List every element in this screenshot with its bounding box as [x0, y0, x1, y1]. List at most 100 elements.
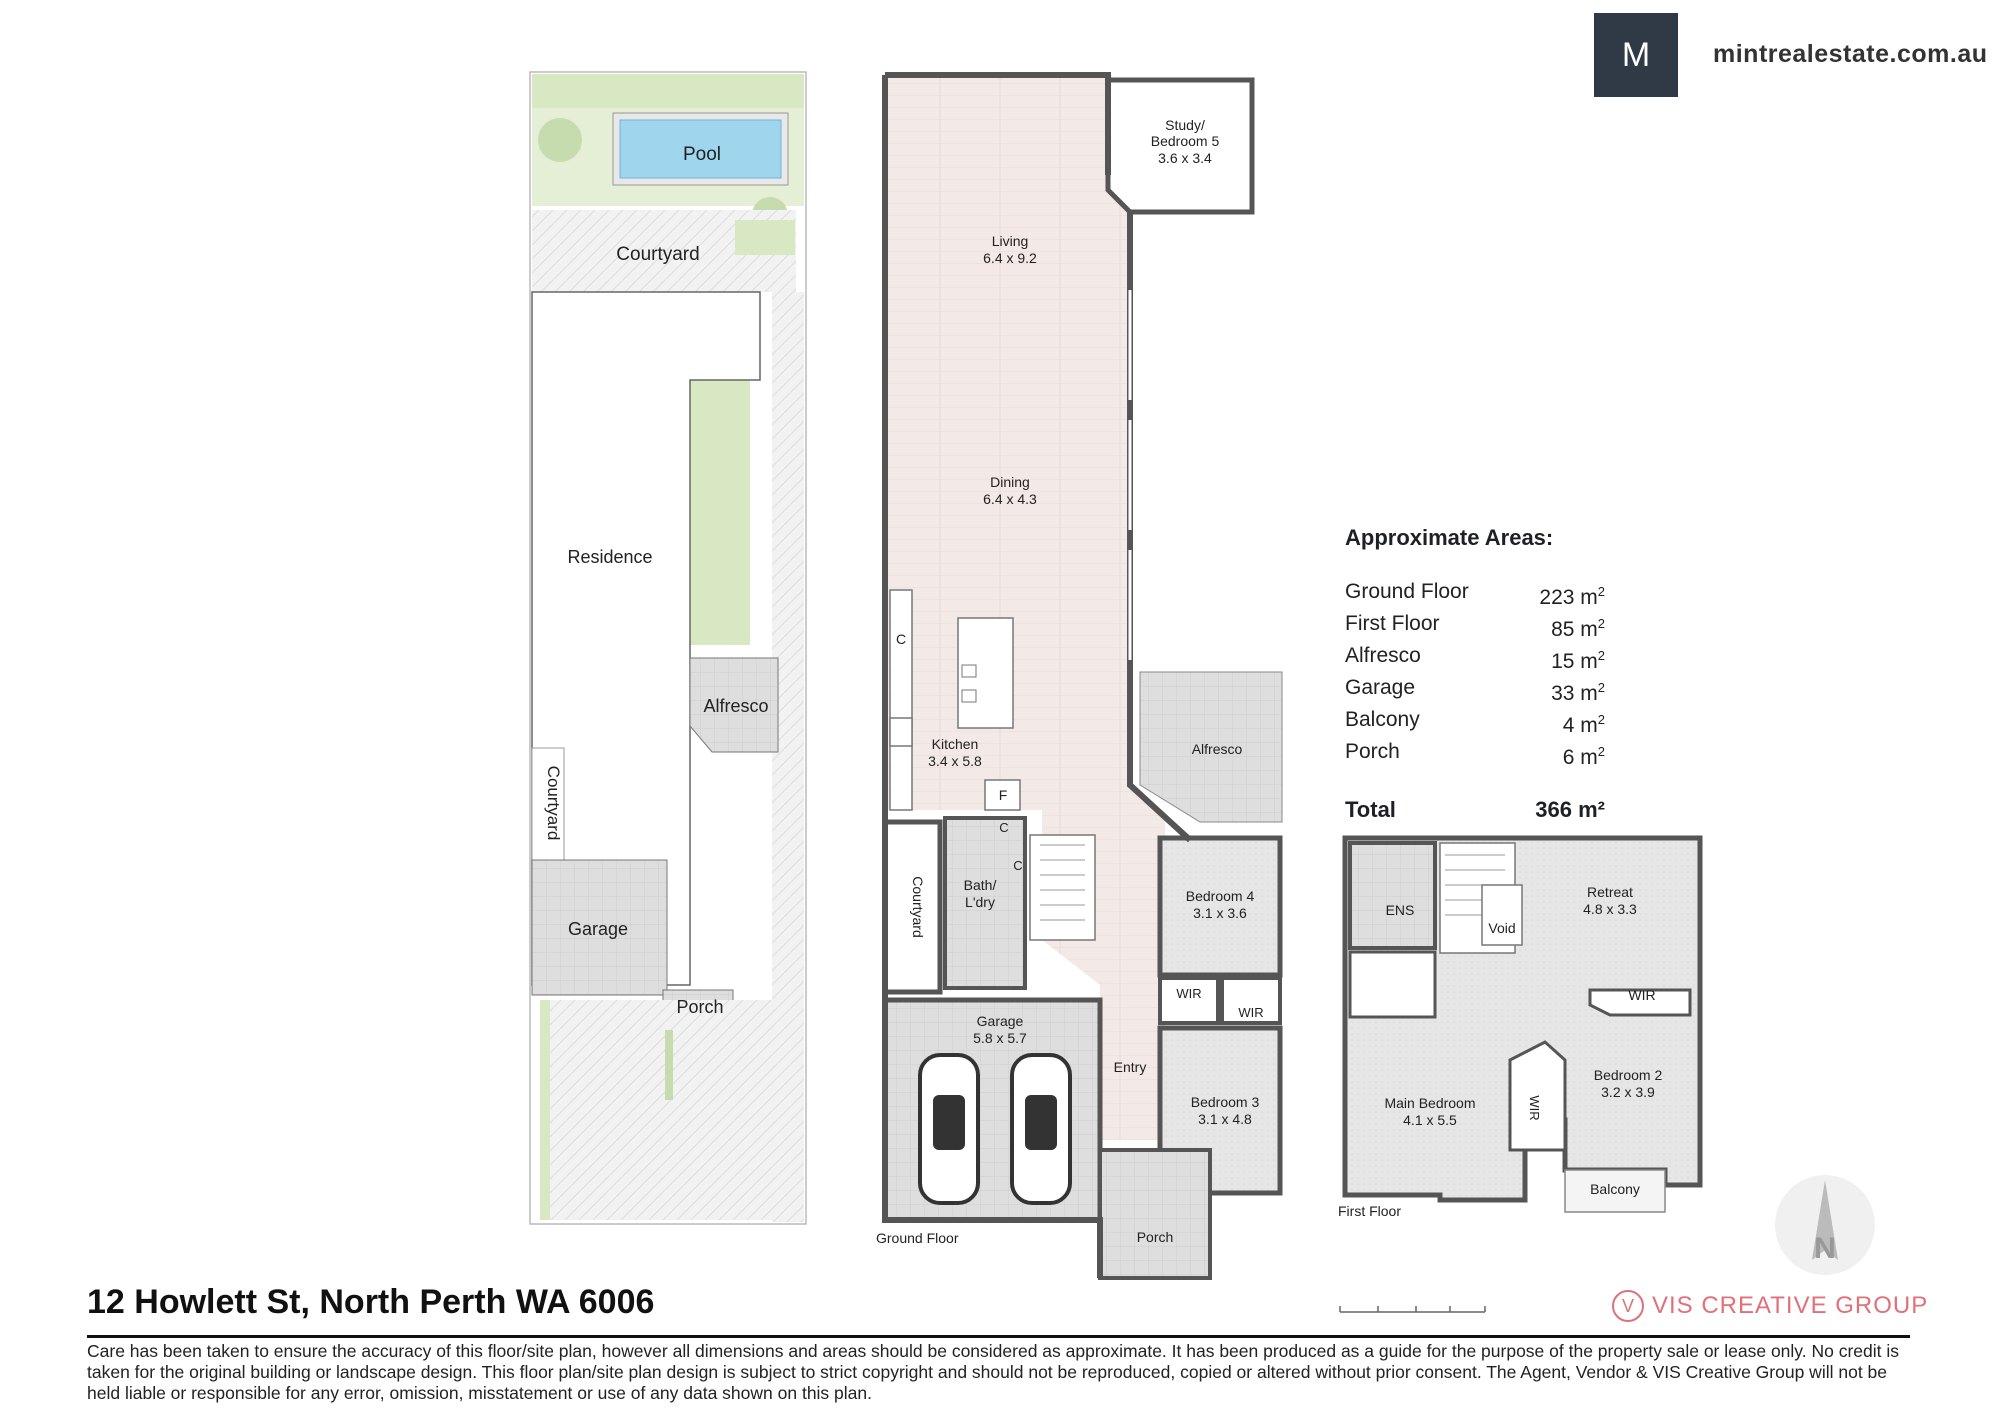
area-row-name: Porch	[1345, 740, 1400, 763]
site-garage-label: Garage	[568, 919, 628, 939]
areas-total-value: 366 m²	[1535, 797, 1605, 822]
website-text: mintrealestate.com.au	[1713, 40, 1988, 68]
main-bedroom-dimensions: 4.1 x 5.5	[1403, 1112, 1457, 1128]
area-row: First Floor 85 m2	[1345, 611, 1605, 643]
wir-label-2: WIR	[1238, 1005, 1263, 1020]
car-icon	[1010, 1053, 1072, 1205]
bedroom-3-label: Bedroom 3	[1191, 1094, 1260, 1110]
wir-label: WIR	[1176, 986, 1201, 1001]
area-row-value-text: 4 m	[1562, 714, 1598, 737]
areas-total-label: Total	[1345, 797, 1396, 822]
ens-label: ENS	[1386, 902, 1415, 918]
area-row-unit-superscript: 2	[1597, 712, 1605, 727]
courtyard-label: Courtyard	[910, 876, 926, 937]
site-porch-label: Porch	[676, 997, 723, 1017]
first-floor-plan	[1342, 835, 1703, 1213]
car-icon	[918, 1053, 980, 1205]
area-row-name: Ground Floor	[1345, 580, 1469, 603]
site-courtyard-label: Courtyard	[616, 244, 699, 265]
bath-cupboard-label: C	[999, 820, 1008, 835]
scale-bar	[1339, 1306, 1486, 1313]
vis-logo-icon: V	[1612, 1290, 1644, 1322]
area-row: Garage 33 m2	[1345, 675, 1605, 707]
area-row: Ground Floor 223 m2	[1345, 579, 1605, 611]
vis-creative-logo: V VIS CREATIVE GROUP	[1612, 1290, 1928, 1322]
area-row-value-text: 33 m	[1551, 682, 1598, 705]
garage-dimensions: 5.8 x 5.7	[973, 1030, 1027, 1046]
area-row: Porch 6 m2	[1345, 739, 1605, 771]
areas-total-row: Total 366 m²	[1345, 797, 1605, 823]
area-row-value: 4 m2	[1563, 707, 1605, 739]
bath-label: Bath/	[964, 877, 997, 893]
study-label-2: Bedroom 5	[1151, 133, 1220, 149]
area-row-name: Balcony	[1345, 708, 1420, 731]
area-row-value: 33 m2	[1551, 675, 1605, 707]
brand-logo: M	[1594, 13, 1678, 97]
areas-title: Approximate Areas:	[1345, 525, 1554, 550]
area-row: Balcony 4 m2	[1345, 707, 1605, 739]
area-row-unit-superscript: 2	[1597, 584, 1605, 599]
area-row: Alfresco 15 m2	[1345, 643, 1605, 675]
area-row-value-text: 6 m	[1562, 746, 1598, 769]
site-pool-label: Pool	[683, 144, 721, 165]
site-alfresco-label: Alfresco	[703, 696, 768, 716]
site-plan	[529, 71, 807, 1225]
retreat-label: Retreat	[1587, 884, 1633, 900]
area-row-value: 223 m2	[1539, 579, 1605, 611]
area-row-name: Garage	[1345, 676, 1416, 699]
area-row-value: 85 m2	[1551, 611, 1605, 643]
first-floor-wir-label: WIR	[1628, 987, 1655, 1003]
retreat-dimensions: 4.8 x 3.3	[1583, 901, 1637, 917]
area-row-value-text: 15 m	[1551, 650, 1598, 673]
main-wir-label: WIR	[1527, 1095, 1542, 1120]
ground-floor-plan	[882, 72, 1283, 1280]
dining-dimensions: 6.4 x 4.3	[983, 491, 1037, 507]
living-dimensions: 6.4 x 9.2	[983, 250, 1037, 266]
compass-icon: N	[1775, 1175, 1875, 1275]
alfresco-label: Alfresco	[1192, 741, 1243, 757]
dining-label: Dining	[990, 474, 1030, 490]
main-bedroom-label: Main Bedroom	[1384, 1095, 1475, 1111]
void-label: Void	[1488, 920, 1515, 936]
bath-cupboard-label-2: C	[1013, 858, 1022, 873]
bath-label-2: L'dry	[965, 894, 995, 910]
kitchen-cupboard-label: C	[896, 631, 906, 647]
disclaimer-text: Care has been taken to ensure the accura…	[87, 1341, 1899, 1403]
study-label: Study/	[1165, 117, 1205, 133]
bedroom-4-label: Bedroom 4	[1186, 888, 1255, 904]
area-row-name: First Floor	[1345, 612, 1440, 635]
kitchen-dimensions: 3.4 x 5.8	[928, 753, 982, 769]
kitchen-label: Kitchen	[932, 736, 979, 752]
site-side-courtyard-label: Courtyard	[544, 766, 563, 841]
area-row-unit-superscript: 2	[1597, 616, 1605, 631]
fridge-label: F	[999, 787, 1008, 803]
entry-label: Entry	[1114, 1059, 1147, 1075]
area-row-name: Alfresco	[1345, 644, 1421, 667]
bedroom-4-dimensions: 3.1 x 3.6	[1193, 905, 1247, 921]
footer-divider	[87, 1335, 1910, 1338]
area-row-value: 15 m2	[1551, 643, 1605, 675]
area-row-unit-superscript: 2	[1597, 680, 1605, 695]
bedroom-3-dimensions: 3.1 x 4.8	[1198, 1111, 1252, 1127]
bedroom-2-dimensions: 3.2 x 3.9	[1601, 1084, 1655, 1100]
site-residence-label: Residence	[567, 547, 652, 567]
bedroom-2-label: Bedroom 2	[1594, 1067, 1663, 1083]
porch-label: Porch	[1137, 1229, 1174, 1245]
balcony-label: Balcony	[1590, 1181, 1640, 1197]
compass-label: N	[1814, 1232, 1836, 1265]
first-floor-title: First Floor	[1338, 1203, 1401, 1219]
area-row-unit-superscript: 2	[1597, 744, 1605, 759]
logo-letter: M	[1621, 35, 1651, 74]
living-label: Living	[992, 233, 1029, 249]
area-row-value-text: 223 m	[1539, 586, 1598, 609]
study-dimensions: 3.6 x 3.4	[1158, 150, 1212, 166]
area-row-value: 6 m2	[1563, 739, 1605, 771]
vis-logo-text: VIS CREATIVE GROUP	[1652, 1292, 1929, 1319]
property-address: 12 Howlett St, North Perth WA 6006	[87, 1283, 655, 1321]
area-row-value-text: 85 m	[1551, 618, 1598, 641]
garage-label: Garage	[977, 1013, 1024, 1029]
area-row-unit-superscript: 2	[1597, 648, 1605, 663]
